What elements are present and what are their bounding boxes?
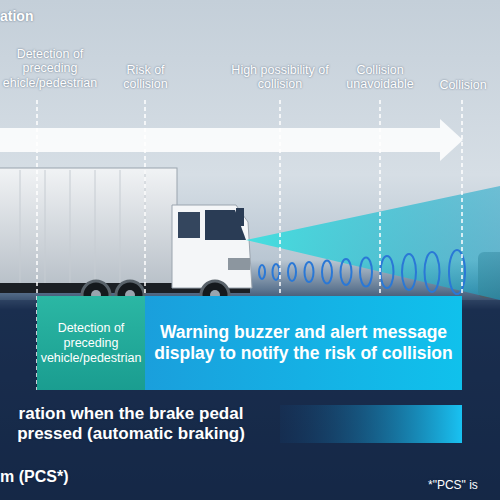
box-text: Detection of preceding vehicle/pedestria… [41,321,142,366]
braking-bar [280,405,462,443]
stage-label: Detection of preceding ehicle/pedestrian [0,47,100,90]
stage-label: Risk of collision [108,63,183,92]
box-text: Warning buzzer and alert message display… [151,322,456,364]
stage-label: Collision [428,78,498,92]
stage-label: Collision unavoidable [335,63,425,92]
timeline-markers [37,100,462,390]
system-name: m (PCS*) [0,468,140,486]
braking-label: ration when the brake pedal pressed (aut… [0,404,262,443]
timeline-arrow [0,119,463,161]
warning-box: Warning buzzer and alert message display… [145,296,462,390]
detection-box: Detection of preceding vehicle/pedestria… [37,296,145,390]
cut-heading: ation [0,8,80,24]
stage-label: High possibility of collision [215,63,345,92]
radar-waves [259,250,465,294]
footnote: *"PCS" is [428,479,500,493]
